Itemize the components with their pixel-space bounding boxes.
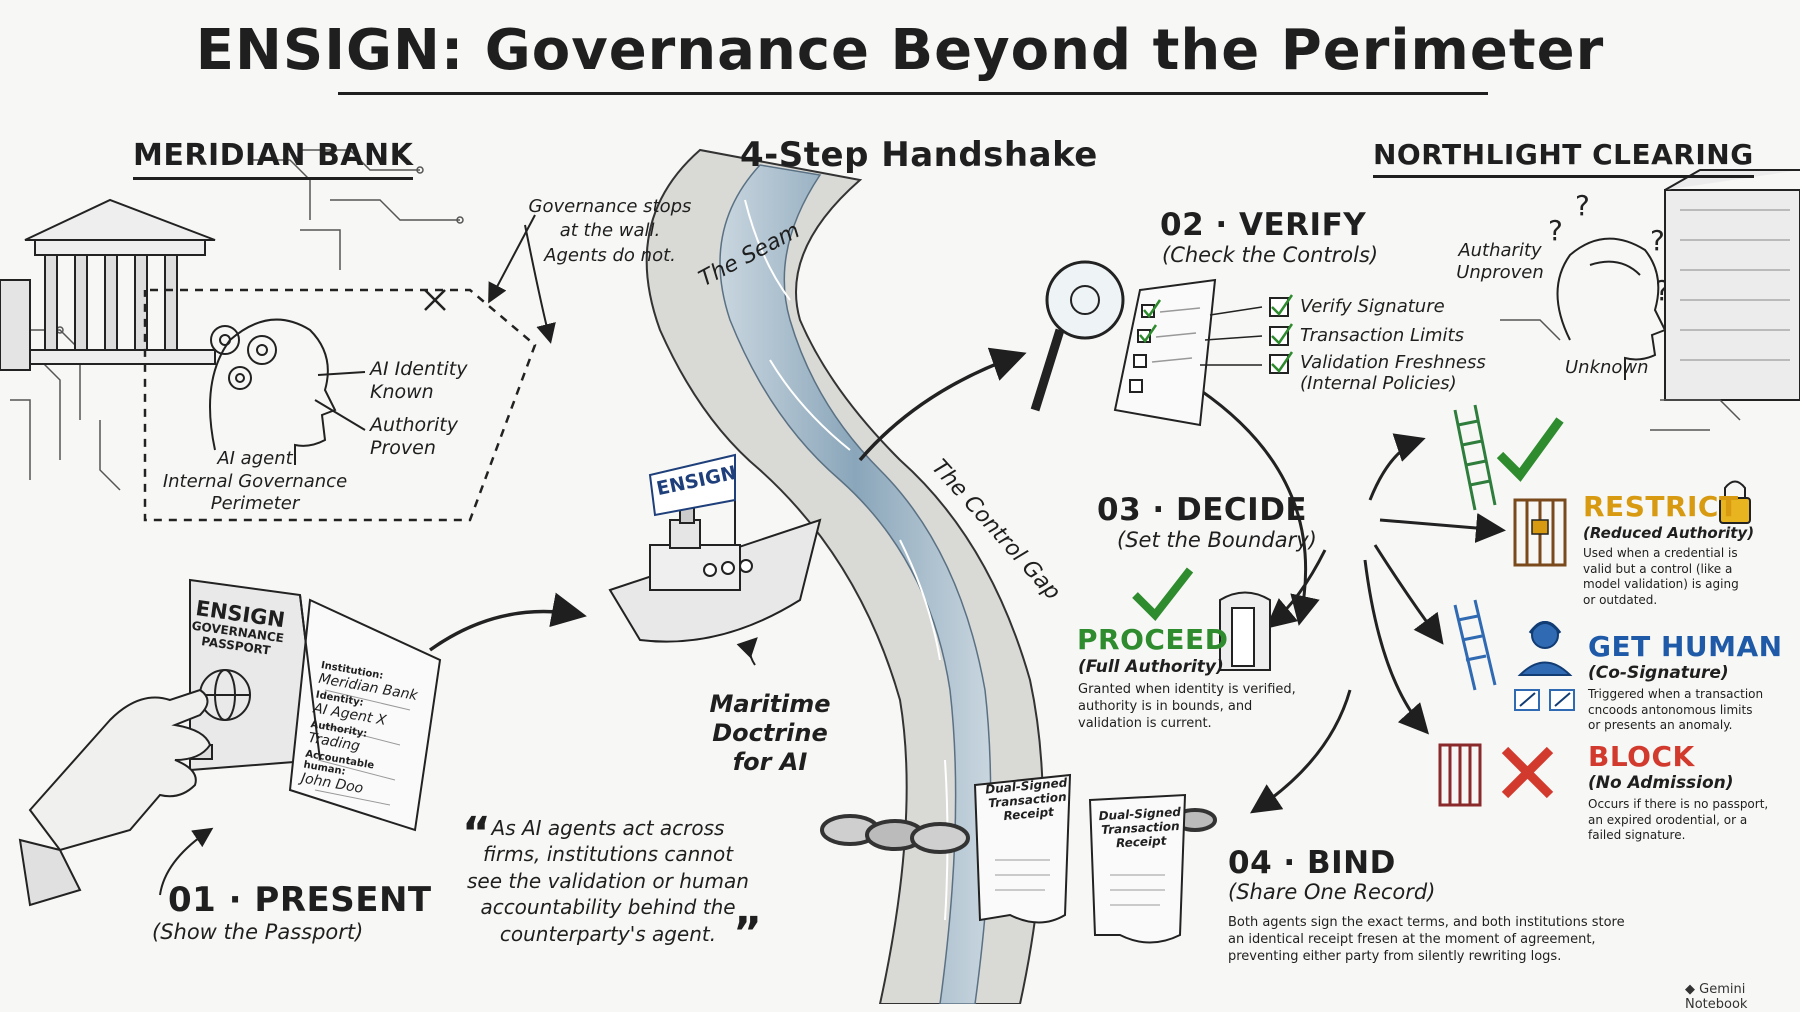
page-title: ENSIGN: Governance Beyond the Perimeter <box>195 18 1605 83</box>
outcome-block-name: BLOCK <box>1588 740 1695 773</box>
ai-agent-head-icon <box>209 318 337 465</box>
outcome-block-desc: Occurs if there is no passport, an expir… <box>1588 797 1769 843</box>
verify-check-signature: Verify Signature <box>1300 296 1445 317</box>
proceed-check-icon <box>1132 567 1194 622</box>
outcome-restrict-subtitle: (Reduced Authority) <box>1583 524 1755 542</box>
step-verify-subtitle: (Check the Controls) <box>1162 243 1379 267</box>
unknown-agent-head-icon <box>1556 237 1667 380</box>
step-bind-desc: Both agents sign the exact terms, and bo… <box>1228 915 1625 964</box>
northlight-heading: NORTHLIGHT CLEARING <box>1373 138 1754 178</box>
outcome-human-name: GET HUMAN <box>1588 630 1783 663</box>
block-gate-icon <box>1438 743 1482 807</box>
outcome-restrict-desc: Used when a credential is valid but a co… <box>1583 546 1739 607</box>
block-x-icon <box>1501 746 1554 799</box>
restrict-gate-icon <box>1513 498 1567 567</box>
agent-perimeter-label: AI agent Internal Governance Perimeter <box>162 448 348 514</box>
outcome-human-desc: Triggered when a transaction cncoods ant… <box>1588 687 1764 733</box>
lock-icon <box>1719 480 1751 524</box>
cross-mark-icon <box>424 289 446 311</box>
boat-icon <box>608 453 822 643</box>
identity-pointer <box>317 371 366 376</box>
verify-check-limits: Transaction Limits <box>1300 325 1464 346</box>
hand-icon <box>18 688 212 907</box>
open-quote-icon: “ <box>462 808 491 859</box>
step-decide-subtitle: (Set the Boundary) <box>1117 528 1317 552</box>
step-present-title: 01 · PRESENT <box>168 880 432 920</box>
identity-known-label: AI Identity Known <box>370 358 468 403</box>
wall-note: Governance stops at the wall. Agents do … <box>528 196 692 266</box>
question-mark-icons: ???? <box>1548 189 1670 307</box>
passport-details: Institution: Meridian Bank Identity: AI … <box>300 660 435 806</box>
authority-unproven-label: Autharity Unproven <box>1456 240 1544 283</box>
arrow-to-bind <box>1250 689 1352 814</box>
present-pointer <box>159 827 214 896</box>
river-canyon <box>645 148 1044 1004</box>
handshake-heading: 4-Step Handshake <box>740 135 1098 175</box>
magnifier-icon <box>1030 260 1125 412</box>
human-ladder-icon <box>1453 599 1497 691</box>
unknown-label: Unknown <box>1565 357 1649 378</box>
circuit-lines-right <box>1500 319 1741 431</box>
bank-building-icon <box>0 198 216 371</box>
authority-pointer <box>314 399 366 431</box>
watermark-text: Gemini Notebook <box>1685 982 1748 1012</box>
arrow-to-block <box>1363 559 1430 735</box>
receipt-label-2: Dual-Signed Transaction Receipt <box>1098 804 1182 850</box>
office-building-icon <box>1664 169 1800 401</box>
receipt-label-1: Dual-Signed Transaction Receipt <box>984 775 1068 823</box>
step-bind-title: 04 · BIND <box>1228 845 1396 881</box>
outcome-human-subtitle: (Co-Signature) <box>1588 663 1729 683</box>
arrow-to-restrict <box>1379 513 1506 543</box>
watermark: ◆ Gemini Notebook <box>1685 982 1800 1012</box>
outcome-proceed-name: PROCEED <box>1077 623 1229 656</box>
receipt-scroll-icons <box>973 773 1187 944</box>
arrow-to-proceed-check <box>1368 433 1426 501</box>
headset-person-icon <box>1517 621 1573 676</box>
outcome-block-subtitle: (No Admission) <box>1588 773 1734 793</box>
close-quote-icon: ” <box>733 908 762 959</box>
governance-perimeter <box>143 288 537 522</box>
arrow-present-to-boat <box>428 592 587 652</box>
verify-checkboxes <box>1200 294 1294 374</box>
svg-text:?: ? <box>1650 224 1665 257</box>
title-underline <box>338 92 1488 95</box>
meridian-bank-heading: MERIDIAN BANK <box>133 138 414 180</box>
maritime-doctrine-label: Maritime Doctrine for AI <box>709 690 831 776</box>
step-decide-title: 03 · DECIDE <box>1097 492 1308 528</box>
arrow-boat-to-verify <box>858 347 1027 462</box>
authority-proven-label: Authority Proven <box>370 414 458 459</box>
checklist-icon <box>1113 278 1217 427</box>
outcome-check-icon <box>1496 417 1564 482</box>
problem-quote: As AI agents act across firms, instituti… <box>467 816 749 946</box>
svg-text:?: ? <box>1548 214 1563 247</box>
doctrine-pointer <box>736 637 758 666</box>
outcome-restrict-name: RESTRICT <box>1583 490 1739 523</box>
arrow-decide-to-proceed <box>1265 549 1327 629</box>
arrow-to-human <box>1373 544 1444 645</box>
proceed-ladder-icon <box>1453 404 1497 511</box>
verify-check-freshness: Validation Freshness (Internal Policies) <box>1300 352 1486 394</box>
sparkle-icon: ◆ <box>1685 982 1695 997</box>
chain-icon <box>820 808 1217 854</box>
passport-icon <box>189 578 442 832</box>
wall-arrow-2 <box>524 224 556 344</box>
step-bind-subtitle: (Share One Record) <box>1228 880 1436 904</box>
outcome-proceed-desc: Granted when identity is verified, autho… <box>1078 682 1296 731</box>
outcome-proceed-subtitle: (Full Authority) <box>1078 657 1224 677</box>
cosign-pen-icons <box>1514 689 1575 711</box>
svg-text:?: ? <box>1575 189 1590 222</box>
wall-arrow-1 <box>488 214 536 304</box>
step-verify-title: 02 · VERIFY <box>1160 207 1367 243</box>
proceed-door-icon <box>1219 591 1271 671</box>
step-present-subtitle: (Show the Passport) <box>152 920 364 944</box>
